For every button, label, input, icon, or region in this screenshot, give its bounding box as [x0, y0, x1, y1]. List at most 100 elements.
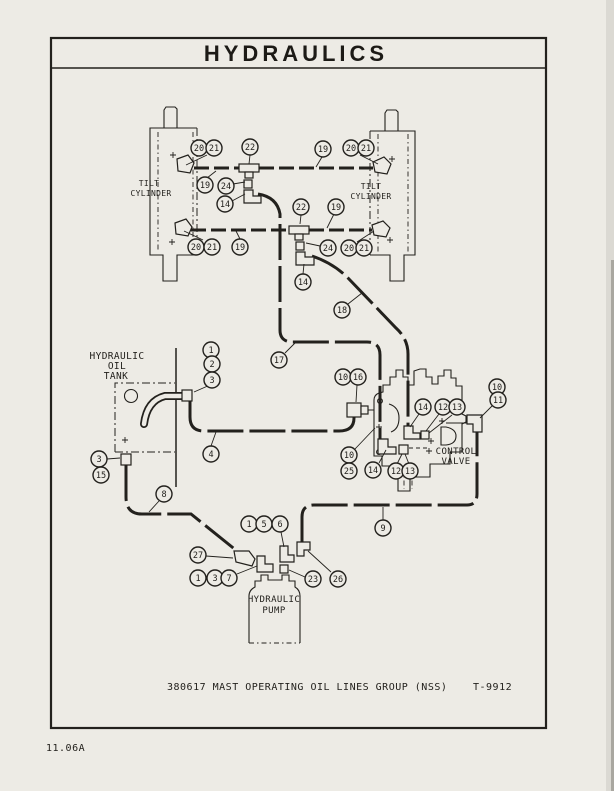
elbow-fitting: [372, 156, 392, 175]
tilt-cylinder-right-label: TILT: [361, 182, 381, 191]
svg-text:14: 14: [418, 403, 428, 413]
hydraulic-pump-label: HYDRAULIC: [248, 595, 300, 605]
svg-text:23: 23: [308, 575, 318, 585]
svg-text:1: 1: [208, 346, 213, 356]
callouts: 20 21 22 19 20 21 19 24 14 22 19 20 21 1…: [90, 138, 507, 588]
adapter-fitting: [279, 564, 289, 574]
plus-marks: [122, 152, 445, 454]
callout-14: 14: [364, 461, 382, 479]
callout-18: 18: [333, 301, 351, 319]
callout-11: 11: [489, 391, 507, 409]
svg-text:9: 9: [380, 524, 385, 534]
tee-fitting: [238, 163, 260, 173]
elbow-fitting: [243, 189, 262, 204]
svg-text:5: 5: [261, 520, 266, 530]
callout-9: 9: [374, 519, 392, 537]
callout-26: 26: [329, 570, 347, 588]
adapter-fitting: [398, 444, 409, 455]
callout-7: 7: [220, 569, 238, 587]
svg-text:13: 13: [405, 467, 415, 477]
tilt-cylinder-left: TILT CYLINDER: [131, 106, 198, 282]
hose-8: [124, 465, 238, 553]
callout-1: 1: [202, 341, 220, 359]
svg-text:10: 10: [338, 373, 348, 383]
valve-inlet-fitting: [346, 402, 362, 418]
fittings: [120, 154, 483, 574]
drawing-number: T-9912: [473, 682, 512, 693]
scan-edge-shade: [606, 0, 614, 791]
svg-text:12: 12: [438, 403, 448, 413]
svg-text:24: 24: [323, 244, 333, 254]
callout-16: 16: [349, 368, 367, 386]
svg-text:OIL: OIL: [108, 361, 126, 372]
callout-14: 14: [216, 195, 234, 213]
svg-text:13: 13: [452, 403, 462, 413]
callout-4: 4: [202, 445, 220, 463]
callout-14: 14: [414, 398, 432, 416]
elbow-fitting: [256, 555, 274, 573]
hose-9: [300, 432, 479, 542]
svg-text:20: 20: [346, 144, 356, 154]
svg-text:12: 12: [391, 467, 401, 477]
callout-19: 19: [196, 176, 214, 194]
callout-21: 21: [205, 139, 223, 157]
svg-text:17: 17: [274, 356, 284, 366]
scan-edge-dark: [611, 260, 614, 791]
svg-text:24: 24: [221, 182, 231, 192]
svg-text:19: 19: [200, 181, 210, 191]
hose-17: [257, 192, 382, 439]
callout-20: 20: [190, 139, 208, 157]
hydraulic-oil-tank: HYDRAULIC OIL TANK: [89, 348, 186, 487]
svg-text:2: 2: [209, 360, 214, 370]
adapter-fitting: [243, 179, 253, 189]
callout-10: 10: [340, 446, 358, 464]
elbow-fitting: [279, 545, 295, 563]
svg-text:22: 22: [245, 143, 255, 153]
elbow-fitting: [377, 438, 397, 455]
svg-text:21: 21: [209, 144, 219, 154]
callout-20: 20: [340, 239, 358, 257]
svg-text:3: 3: [209, 376, 214, 386]
hydraulic-oil-tank-label: HYDRAULIC: [89, 351, 144, 362]
control-valve-label: CONTROL: [436, 447, 477, 457]
callout-6: 6: [271, 515, 289, 533]
svg-text:VALVE: VALVE: [441, 457, 470, 467]
svg-text:21: 21: [207, 243, 217, 253]
svg-text:16: 16: [353, 373, 363, 383]
svg-text:27: 27: [193, 551, 203, 561]
svg-text:8: 8: [161, 490, 166, 500]
page-number: 11.06A: [46, 743, 85, 754]
svg-text:7: 7: [226, 574, 231, 584]
svg-text:TANK: TANK: [104, 371, 128, 382]
adapter-fitting: [420, 430, 430, 440]
svg-text:26: 26: [333, 575, 343, 585]
svg-text:19: 19: [235, 243, 245, 253]
callout-5: 5: [255, 515, 273, 533]
elbow-fitting: [295, 251, 315, 266]
callout-20: 20: [187, 238, 205, 256]
svg-text:20: 20: [344, 244, 354, 254]
callout-19: 19: [314, 140, 332, 158]
callout-3: 3: [203, 371, 221, 389]
oil-lines: [124, 166, 479, 553]
svg-text:20: 20: [191, 243, 201, 253]
svg-text:3: 3: [212, 574, 217, 584]
svg-text:11: 11: [493, 396, 503, 406]
elbow-fitting: [296, 541, 311, 557]
callout-20: 20: [342, 139, 360, 157]
callout-leaders: [106, 154, 493, 578]
svg-text:4: 4: [208, 450, 213, 460]
tilt-cylinder-left-label: TILT: [139, 179, 159, 188]
callout-27: 27: [189, 546, 207, 564]
tank-outlet-fitting: [181, 389, 193, 402]
svg-text:3: 3: [96, 455, 101, 465]
callout-24: 24: [217, 177, 235, 195]
callout-1: 1: [189, 569, 207, 587]
pump-inlet-fitting: [233, 550, 256, 567]
page-frame: HYDRAULICS: [49, 36, 548, 730]
svg-text:18: 18: [337, 306, 347, 316]
tank-drain-fitting: [120, 453, 132, 466]
callout-15: 15: [92, 466, 110, 484]
hydraulic-pump: HYDRAULIC PUMP: [248, 574, 301, 644]
